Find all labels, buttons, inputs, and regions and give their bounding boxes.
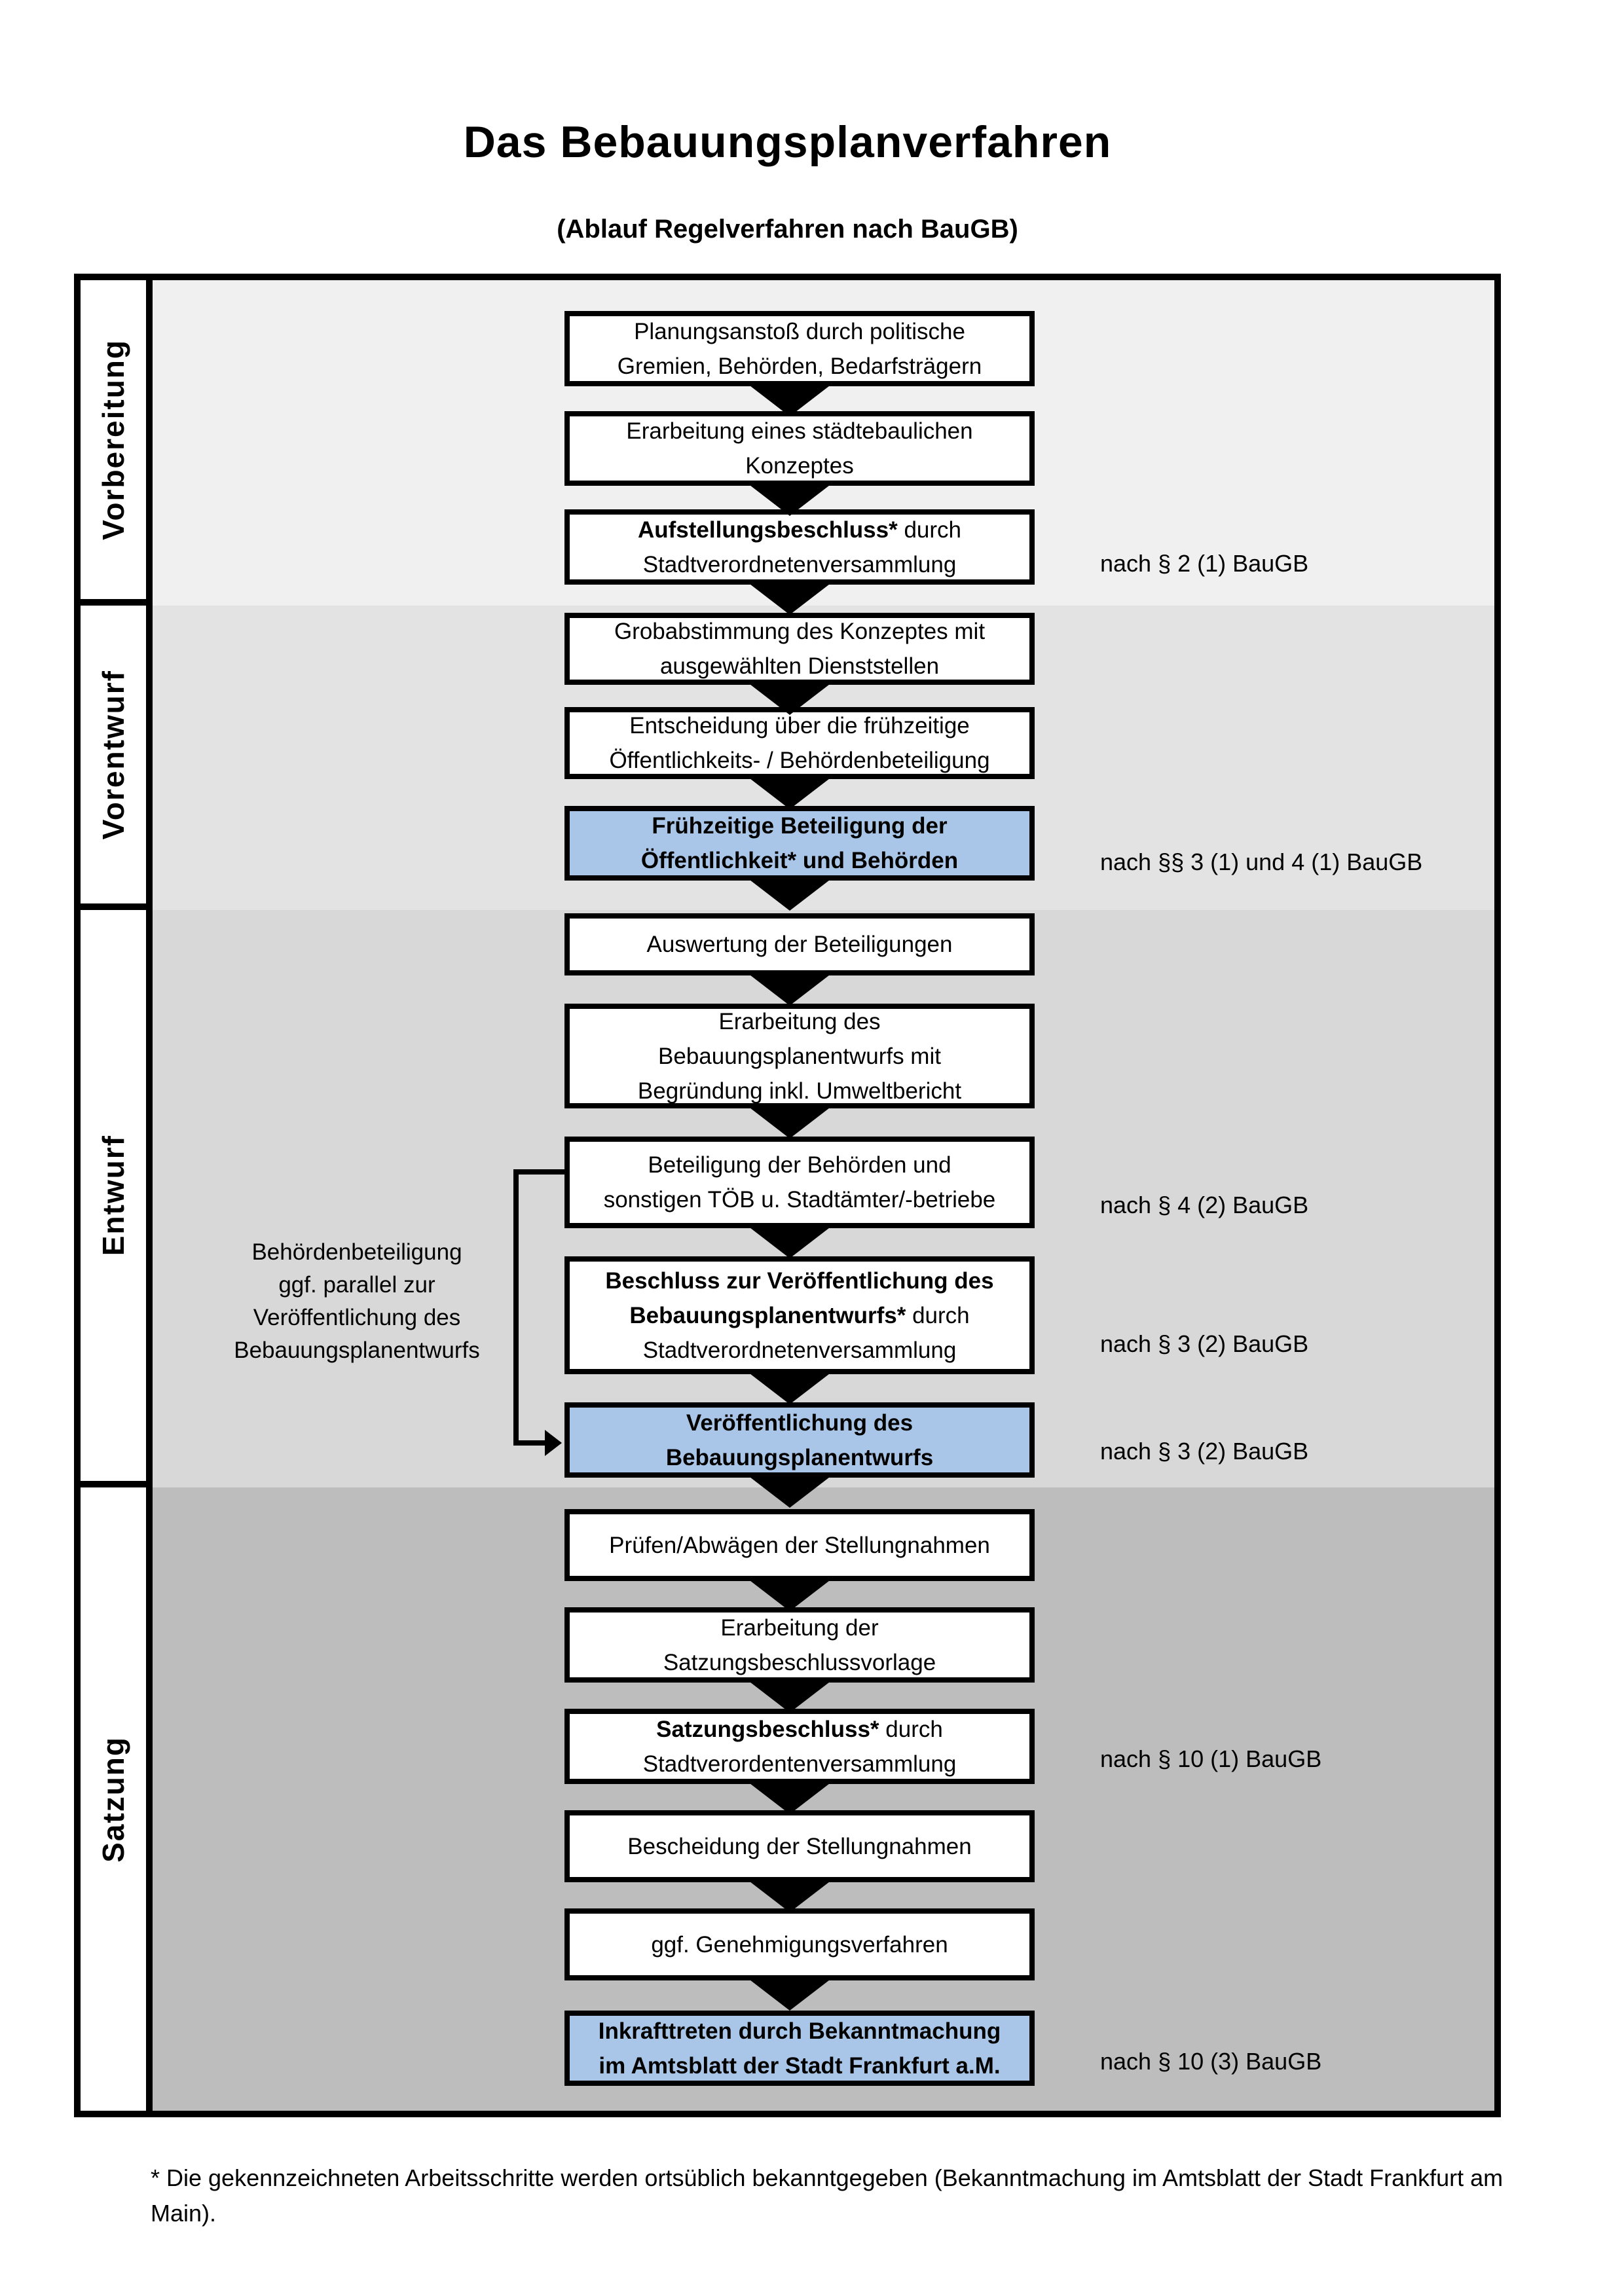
phase-label-entwurf: Entwurf — [96, 1135, 130, 1256]
text-line: Bebauungsplanentwurfs — [665, 1444, 934, 1470]
text-line: im Amtsblatt der Stadt Frankfurt a.M. — [599, 2052, 1001, 2079]
step-auswertung-beteiligungen: Auswertung der Beteiligungen — [564, 913, 1035, 975]
text-line: Bescheidung der Stellungnahmen — [627, 1833, 972, 1859]
text-line: Auswertung der Beteiligungen — [646, 932, 953, 957]
arrow-down-icon — [747, 483, 832, 516]
text-line: Stadtverordnetenversammlung — [642, 551, 957, 577]
arrow-down-icon — [747, 878, 832, 911]
arrow-down-icon — [747, 1475, 832, 1508]
arrow-down-icon — [747, 1781, 832, 1814]
parallel-connector-bottom-line — [513, 1440, 547, 1446]
text-line: Planungsanstoß durch politische — [634, 318, 965, 344]
legal-ref-fruehzeitige-beteiligung: nach §§ 3 (1) und 4 (1) BauGB — [1100, 848, 1423, 875]
arrow-down-icon — [747, 1880, 832, 1912]
text-line: Prüfen/Abwägen der Stellungnahmen — [609, 1532, 990, 1558]
arrow-down-icon — [747, 1106, 832, 1139]
phase-label-vorentwurf: Vorentwurf — [96, 669, 130, 840]
text-line: sonstigen TÖB u. Stadtämter/-betriebe — [603, 1187, 996, 1212]
phase-cell-entwurf: Entwurf — [81, 910, 146, 1487]
text-line: Satzungsbeschlussvorlage — [663, 1649, 936, 1675]
text-line: Beschluss zur Veröffentlichung des — [605, 1267, 994, 1294]
arrow-down-icon — [747, 776, 832, 809]
text-line: Konzeptes — [745, 453, 854, 479]
legal-ref-aufstellungsbeschluss: nach § 2 (1) BauGB — [1100, 550, 1309, 577]
text-line: Bebauungsplanentwurfs mit — [658, 1043, 941, 1069]
arrow-down-icon — [747, 384, 832, 416]
text-line: Bebauungsplanentwurfs* durch — [629, 1302, 970, 1328]
legal-ref-veroeffentlichung: nach § 3 (2) BauGB — [1100, 1438, 1309, 1465]
text-line: Inkrafttreten durch Bekanntmachung — [598, 2018, 1001, 2044]
text-line: Veröffentlichung des — [253, 1305, 461, 1330]
text-line: ggf. parallel zur — [278, 1272, 435, 1298]
step-genehmigungsverfahren: ggf. Genehmigungsverfahren — [564, 1908, 1035, 1980]
text-line: ausgewählten Dienststellen — [659, 653, 940, 679]
arrow-down-icon — [747, 1978, 832, 2011]
arrow-down-icon — [747, 973, 832, 1006]
text-line: Öffentlichkeits- / Behördenbeteiligung — [609, 748, 990, 773]
footnote: * Die gekennzeichneten Arbeitsschritte w… — [151, 2164, 1504, 2227]
text-line: Stadtverordentenversammlung — [642, 1751, 957, 1777]
text-line: Entscheidung über die frühzeitige — [629, 713, 970, 738]
legal-ref-satzungsbeschluss: nach § 10 (1) BauGB — [1100, 1745, 1322, 1772]
text-line: Begründung inkl. Umweltbericht — [637, 1078, 962, 1104]
arrow-right-icon — [545, 1430, 562, 1456]
text-line: Erarbeitung der — [720, 1614, 879, 1641]
arrow-down-icon — [747, 1226, 832, 1258]
arrow-down-icon — [747, 582, 832, 615]
step-grobabstimmung: Grobabstimmung des Konzeptes mit ausgewäh… — [564, 613, 1035, 685]
text-line: Aufstellungsbeschluss* durch — [637, 517, 962, 543]
text-line: Bebauungsplanentwurfs — [234, 1338, 480, 1363]
parallel-connector-top-line — [513, 1169, 564, 1175]
text-line: Frühzeitige Beteiligung der — [652, 813, 948, 839]
phase-cell-vorbereitung: Vorbereitung — [81, 280, 146, 606]
text-line: Beteiligung der Behörden und — [648, 1152, 951, 1178]
page-title: Das Bebauungsplanverfahren — [463, 117, 1112, 167]
phase-label-satzung: Satzung — [96, 1736, 130, 1863]
step-pruefen-abwaegen: Prüfen/Abwägen der Stellungnahmen — [564, 1509, 1035, 1581]
legal-ref-inkrafttreten: nach § 10 (3) BauGB — [1100, 2048, 1322, 2075]
text-line: Öffentlichkeit* und Behörden — [640, 848, 959, 873]
text-line: Behördenbeteiligung — [251, 1239, 462, 1265]
arrow-down-icon — [747, 1578, 832, 1611]
legal-ref-beschluss-veroeffentlichung: nach § 3 (2) BauGB — [1100, 1330, 1309, 1357]
text-line: Grobabstimmung des Konzeptes mit — [614, 619, 986, 644]
phase-cell-vorentwurf: Vorentwurf — [81, 606, 146, 910]
legal-ref-beteiligung-behoerden: nach § 4 (2) BauGB — [1100, 1192, 1309, 1218]
text-line: Erarbeitung des — [718, 1008, 881, 1034]
text-line: Gremien, Behörden, Bedarfsträgern — [617, 353, 982, 379]
text-line: ggf. Genehmigungsverfahren — [651, 1931, 948, 1958]
step-bescheidung-stellungnahmen: Bescheidung der Stellungnahmen — [564, 1810, 1035, 1882]
arrow-down-icon — [747, 682, 832, 715]
step-inkrafttreten: Inkrafttreten durch Bekanntmachung im Amt… — [564, 2011, 1035, 2086]
page-subtitle: (Ablauf Regelverfahren nach BauGB) — [557, 215, 1018, 244]
phase-label-vorbereitung: Vorbereitung — [96, 339, 130, 540]
arrow-down-icon — [747, 1680, 832, 1713]
step-beteiligung-behoerden: Beteiligung der Behörden und sonstigen TÖ… — [564, 1137, 1035, 1228]
text-line: Stadtverordnetenversammlung — [642, 1337, 957, 1363]
parallel-connector-vertical-line — [513, 1169, 519, 1443]
arrow-down-icon — [747, 1372, 832, 1404]
text-line: Satzungsbeschluss* durch — [656, 1716, 943, 1742]
text-line: Erarbeitung eines städtebaulichen — [626, 418, 973, 444]
phase-cell-satzung: Satzung — [81, 1487, 146, 2111]
phase-label-column: Vorbereitung Vorentwurf Entwurf Satzung — [81, 280, 153, 2111]
text-line: Veröffentlichung des — [686, 1410, 913, 1436]
